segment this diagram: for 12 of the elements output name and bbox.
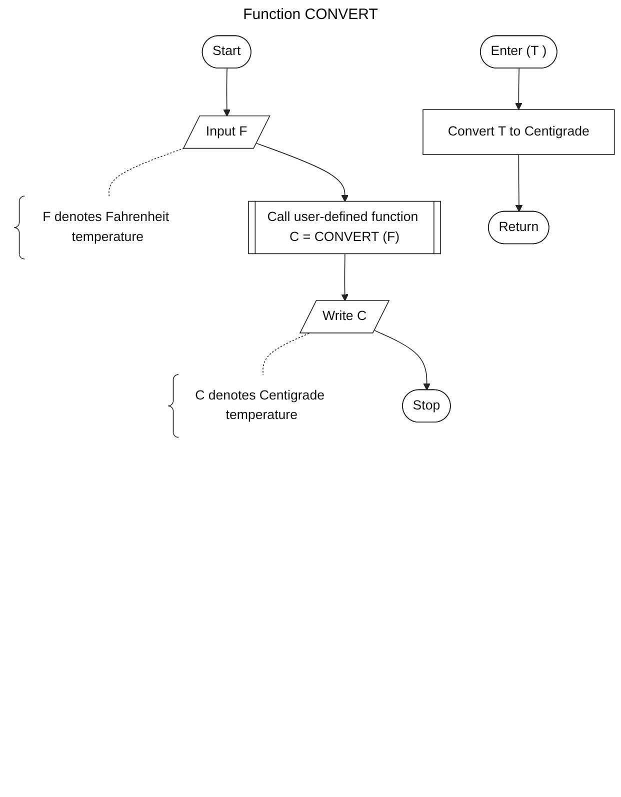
connector bbox=[262, 332, 310, 376]
arrow bbox=[515, 68, 522, 110]
node-text: F denotes Fahrenheit temperature bbox=[42, 210, 170, 244]
connector bbox=[108, 148, 185, 197]
arrow bbox=[374, 330, 430, 390]
node-text: C denotes Centigrade temperature bbox=[195, 388, 324, 423]
node-box: Convert T to Centigrade bbox=[422, 109, 615, 155]
arrow bbox=[515, 154, 523, 212]
arrow bbox=[223, 68, 231, 117]
arrow bbox=[341, 254, 348, 302]
section-heading: Function CONVERT bbox=[242, 6, 379, 23]
arrow bbox=[256, 142, 349, 202]
